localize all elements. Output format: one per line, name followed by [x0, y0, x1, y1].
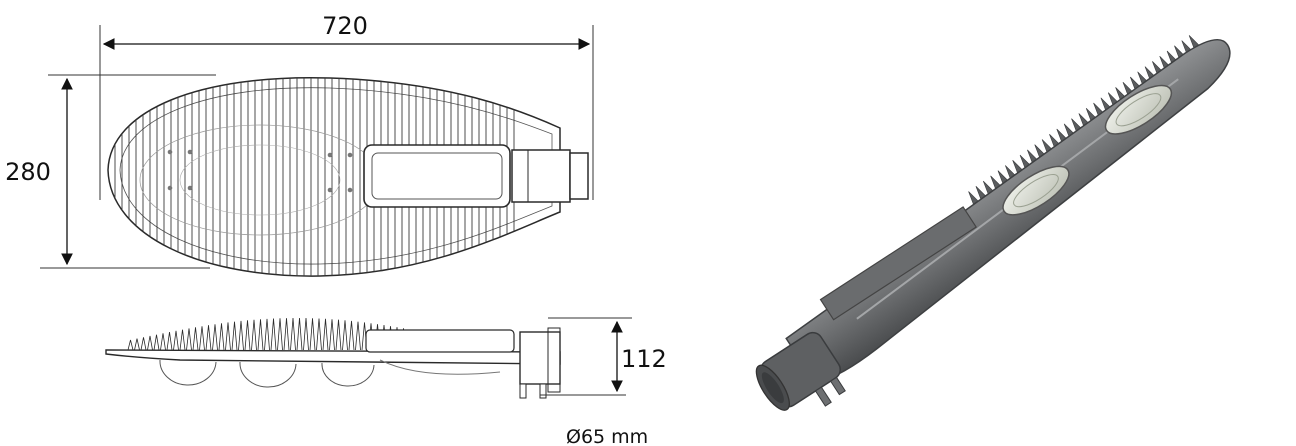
- side-fin: [205, 325, 212, 351]
- side-fin: [218, 323, 225, 351]
- side-fin: [355, 321, 361, 351]
- width-dimension: 280: [5, 74, 216, 269]
- side-fin: [179, 329, 186, 351]
- render-led-lens-2: [1104, 84, 1173, 135]
- side-fin: [212, 324, 218, 351]
- side-fin: [238, 320, 244, 351]
- height-dimension: 112: [540, 317, 667, 396]
- side-fin: [140, 337, 147, 351]
- product-render: [755, 35, 1231, 411]
- render-led-lens-1: [1002, 165, 1070, 216]
- length-dimension: 720: [99, 12, 594, 200]
- side-fin: [296, 317, 303, 351]
- render-fin: [990, 175, 1001, 190]
- side-fin: [270, 318, 277, 351]
- side-fin: [309, 318, 316, 351]
- technical-drawing: 720 280: [5, 12, 667, 446]
- side-fin: [199, 326, 205, 351]
- pole-diameter-label: Ø65 mm: [566, 426, 648, 446]
- driver-housing: [363, 144, 511, 208]
- side-fin: [173, 330, 179, 351]
- side-fin: [290, 317, 296, 351]
- top-view-outline: [107, 76, 589, 277]
- width-label: 280: [5, 158, 51, 186]
- side-fin: [147, 335, 153, 351]
- render-fin: [968, 191, 979, 205]
- height-label: 112: [621, 345, 667, 373]
- pole-clamp-top: [511, 149, 571, 203]
- side-fin: [127, 339, 134, 351]
- side-fin: [225, 322, 231, 351]
- render-fin: [975, 186, 987, 200]
- side-fin: [348, 320, 355, 351]
- side-fin: [251, 319, 257, 351]
- side-fin: [134, 338, 140, 351]
- length-label: 720: [322, 12, 368, 40]
- side-fin: [257, 319, 264, 351]
- side-fin: [153, 334, 160, 351]
- side-fin: [186, 328, 192, 351]
- side-fin: [303, 318, 309, 351]
- render-fin: [1188, 35, 1200, 49]
- pole-clamp-side: [519, 331, 561, 385]
- side-fin: [192, 327, 199, 351]
- side-fin: [160, 333, 166, 351]
- side-fin: [244, 320, 251, 351]
- render-fin: [997, 170, 1009, 185]
- side-fin: [322, 318, 329, 351]
- render-fin: [982, 180, 994, 195]
- side-fin: [231, 321, 238, 351]
- side-view-outline: [105, 317, 561, 399]
- side-fin: [329, 319, 335, 351]
- side-fin: [264, 318, 270, 351]
- render-driver-box: [819, 206, 977, 321]
- side-fin: [335, 319, 342, 351]
- side-fin: [166, 332, 173, 351]
- side-fin: [342, 320, 348, 351]
- side-fin: [283, 318, 290, 351]
- side-fin: [277, 318, 283, 351]
- side-fin: [316, 318, 322, 351]
